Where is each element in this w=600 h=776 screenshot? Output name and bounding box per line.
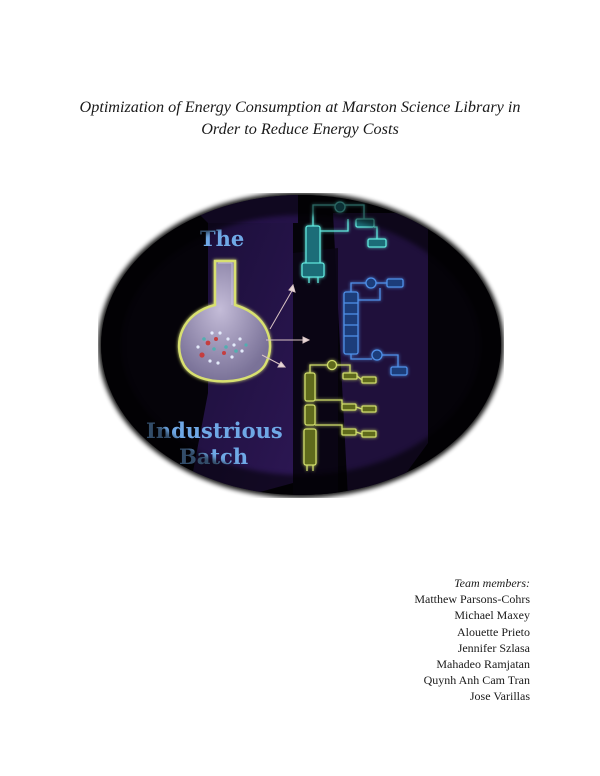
- team-member: Matthew Parsons-Cohrs: [414, 592, 530, 607]
- blue-process-diagram: [343, 277, 408, 376]
- flask-icon: [177, 259, 272, 383]
- team-heading: Team members:: [454, 576, 530, 590]
- yellow-process-diagram: [303, 359, 377, 471]
- document-title: Optimization of Energy Consumption at Ma…: [0, 96, 600, 140]
- cover-illustration: The: [98, 193, 504, 498]
- title-line-1: Optimization of Energy Consumption at Ma…: [79, 98, 521, 116]
- team-member: Michael Maxey: [454, 608, 530, 623]
- team-member: Jennifer Szlasa: [457, 640, 530, 655]
- team-member: Jose Varillas: [469, 689, 530, 704]
- title-line-2: Order to Reduce Energy Costs: [201, 120, 399, 138]
- team-members-list: Team members: Matthew Parsons-Cohrs Mich…: [414, 575, 530, 705]
- team-member: Alouette Prieto: [457, 624, 530, 639]
- team-member: Quynh Anh Cam Tran: [423, 673, 530, 688]
- arrow-icons: [261, 283, 311, 368]
- team-member: Mahadeo Ramjatan: [436, 657, 530, 672]
